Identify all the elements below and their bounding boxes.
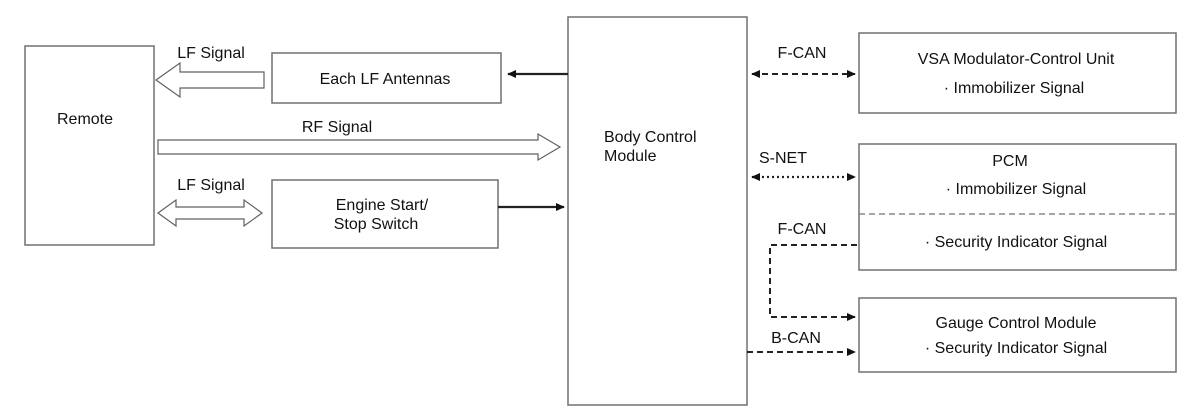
- fcan-vsa-label: F-CAN: [778, 45, 827, 62]
- body-control-module-block: Body Control Module: [567, 16, 748, 406]
- lf-signal-arrow-top: [154, 61, 265, 99]
- bcan-gauge-label: B-CAN: [771, 330, 821, 347]
- pcm-title: PCM: [992, 153, 1028, 170]
- pcm-block: PCM · Immobilizer Signal · Security Indi…: [858, 143, 1177, 271]
- fcan-pcm-to-gauge-line: [769, 244, 857, 321]
- engine-start-stop-switch-block: Engine Start/ Stop Switch: [271, 179, 499, 249]
- pcm-security-indicator-signal: · Security Indicator Signal: [925, 234, 1107, 251]
- gauge-security-indicator-signal: · Security Indicator Signal: [925, 340, 1107, 357]
- start-stop-label-line1: Engine Start/: [336, 197, 429, 214]
- start-stop-label-line2: Stop Switch: [334, 216, 418, 233]
- lf-antennas-label: Each LF Antennas: [320, 71, 451, 88]
- lf-antennas-block: Each LF Antennas: [271, 52, 502, 104]
- vsa-modulator-block: VSA Modulator-Control Unit · Immobilizer…: [858, 32, 1177, 114]
- fcan-gauge-label: F-CAN: [778, 221, 827, 238]
- lf-signal-label-bottom: LF Signal: [177, 177, 245, 194]
- rf-signal-arrow: [157, 132, 562, 162]
- bcm-label-line2: Module: [604, 148, 657, 165]
- vsa-immobilizer-signal: · Immobilizer Signal: [944, 80, 1084, 97]
- lf-signal-label-top: LF Signal: [177, 45, 245, 62]
- gauge-title: Gauge Control Module: [936, 315, 1097, 332]
- remote-label: Remote: [57, 111, 113, 128]
- vsa-title: VSA Modulator-Control Unit: [918, 51, 1115, 68]
- rf-signal-label: RF Signal: [302, 119, 372, 136]
- pcm-immobilizer-signal: · Immobilizer Signal: [946, 181, 1086, 198]
- lf-signal-arrow-bottom: [156, 198, 264, 228]
- gauge-control-module-block: Gauge Control Module · Security Indicato…: [858, 297, 1177, 373]
- snet-pcm-label: S-NET: [759, 150, 807, 167]
- remote-block: Remote: [24, 45, 155, 246]
- bcm-label-line1: Body Control: [604, 129, 697, 146]
